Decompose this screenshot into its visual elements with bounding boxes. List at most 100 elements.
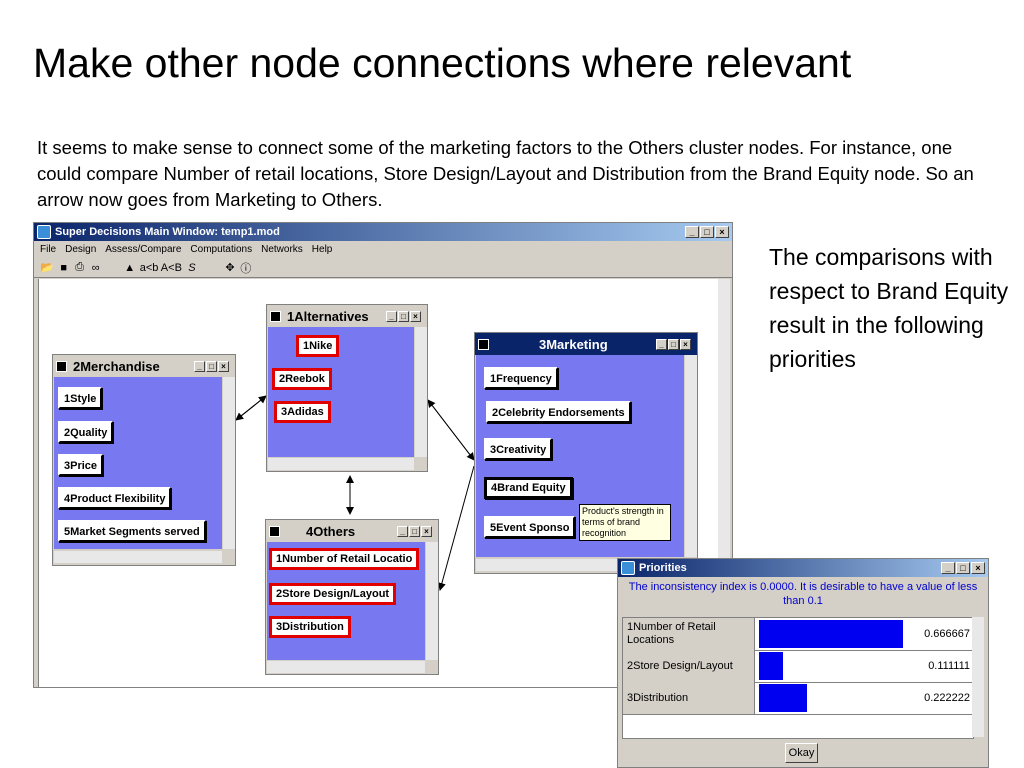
maximize-button[interactable]: □ (398, 310, 409, 322)
maximize-button[interactable]: □ (206, 360, 217, 372)
attach-icon[interactable]: ∞ (91, 261, 100, 274)
cluster-merchandise-vscroll[interactable] (223, 377, 235, 549)
cluster-merchandise-hscroll[interactable] (54, 551, 222, 563)
node-brand-equity[interactable]: 4Brand Equity (484, 477, 573, 499)
node-distribution[interactable]: 3Distribution (269, 616, 351, 638)
okay-button[interactable]: Okay (785, 743, 818, 763)
minimize-button[interactable]: _ (656, 338, 667, 350)
cluster-menu-icon[interactable] (270, 310, 281, 322)
cluster-others-hscroll[interactable] (267, 661, 425, 673)
cluster-controls: _ □ × (386, 310, 424, 322)
app-icon (37, 225, 51, 239)
menu-design[interactable]: Design (65, 244, 97, 255)
node-style[interactable]: 1Style (58, 387, 103, 409)
priorities-titlebar[interactable]: Priorities _ □ × (618, 559, 988, 577)
cluster-controls: _ □ × (656, 338, 694, 350)
cluster-others-vscroll[interactable] (426, 542, 438, 660)
menu-file[interactable]: File (40, 244, 57, 255)
save-icon[interactable]: ■ (60, 261, 68, 274)
priority-value: 0.666667 (924, 628, 970, 640)
node-event-sponsorship[interactable]: 5Event Sponso (484, 516, 576, 538)
comparison-mode-text[interactable]: a<b A<B (139, 261, 182, 274)
node-product-flexibility[interactable]: 4Product Flexibility (58, 487, 172, 509)
minimize-button[interactable]: _ (397, 525, 408, 537)
minimize-button[interactable]: _ (386, 310, 397, 322)
sym-icon[interactable]: S (188, 261, 196, 274)
priority-label: 2Store Design/Layout (623, 650, 755, 682)
cluster-marketing-header[interactable]: 3Marketing _ □ × (475, 333, 697, 355)
menu-help[interactable]: Help (311, 244, 333, 255)
node-price[interactable]: 3Price (58, 454, 104, 476)
maximize-button[interactable]: □ (700, 226, 714, 238)
cluster-menu-icon[interactable] (478, 338, 489, 350)
hierarchy-icon[interactable]: ▲ (124, 261, 136, 274)
menu-computations[interactable]: Computations (190, 244, 253, 255)
cluster-merchandise-header[interactable]: 2Merchandise _ □ × (53, 355, 235, 377)
cluster-alternatives-title: 1Alternatives (287, 308, 369, 324)
maximize-button[interactable]: □ (668, 338, 679, 350)
node-quality[interactable]: 2Quality (58, 421, 114, 443)
cluster-menu-icon[interactable] (269, 525, 280, 537)
close-button[interactable]: × (971, 562, 985, 574)
node-creativity[interactable]: 3Creativity (484, 438, 553, 460)
cluster-merchandise[interactable]: 2Merchandise _ □ × 1Style 2Quality 3Pric… (52, 354, 236, 566)
app-icon (621, 561, 635, 575)
close-button[interactable]: × (218, 360, 229, 372)
cluster-alternatives-vscroll[interactable] (415, 327, 427, 457)
maximize-button[interactable]: □ (956, 562, 970, 574)
cluster-alternatives-hscroll[interactable] (268, 458, 414, 470)
close-button[interactable]: × (715, 226, 729, 238)
node-market-segments[interactable]: 5Market Segments served (58, 520, 206, 542)
node-nike[interactable]: 1Nike (296, 335, 340, 357)
priorities-table: 1Number of Retail Locations 0.666667 2St… (622, 617, 974, 739)
menu-bar: File Design Assess/Compare Computations … (34, 241, 732, 258)
cluster-merchandise-title: 2Merchandise (73, 358, 160, 374)
cluster-alternatives-header[interactable]: 1Alternatives _ □ × (267, 305, 427, 327)
cluster-alternatives[interactable]: 1Alternatives _ □ × 1Nike 2Reebok 3Adida… (266, 304, 428, 472)
cluster-others-title: 4Others (306, 523, 356, 539)
cluster-others[interactable]: 4Others _ □ × 1Number of Retail Locatio … (265, 519, 439, 675)
close-button[interactable]: × (410, 310, 421, 322)
priorities-title: Priorities (639, 562, 687, 574)
brand-equity-tooltip: Product's strength in terms of brand rec… (579, 504, 671, 541)
main-window-controls: _ □ × (685, 226, 732, 238)
help-icon[interactable]: ⓘ (240, 262, 252, 275)
maximize-button[interactable]: □ (409, 525, 420, 537)
priority-label: 3Distribution (623, 682, 755, 714)
menu-assess-compare[interactable]: Assess/Compare (105, 244, 182, 255)
arrow-marketing-others (437, 465, 475, 591)
cluster-marketing-title: 3Marketing (539, 336, 608, 352)
priority-row: 3Distribution 0.222222 (623, 682, 973, 715)
node-celebrity-endorsements[interactable]: 2Celebrity Endorsements (486, 401, 631, 423)
minimize-button[interactable]: _ (685, 226, 699, 238)
open-icon[interactable]: 📂 (40, 262, 54, 274)
cluster-others-header[interactable]: 4Others _ □ × (266, 520, 438, 542)
menu-networks[interactable]: Networks (261, 244, 303, 255)
node-store-design[interactable]: 2Store Design/Layout (269, 583, 397, 605)
move-icon[interactable]: ✥ (225, 262, 235, 274)
inconsistency-message: The inconsistency index is 0.0000. It is… (628, 581, 978, 607)
cluster-controls: _ □ × (194, 360, 232, 372)
priorities-vertical-scrollbar[interactable] (972, 617, 984, 737)
node-reebok[interactable]: 2Reebok (272, 368, 332, 390)
priority-row: 2Store Design/Layout 0.111111 (623, 650, 973, 683)
main-window-titlebar[interactable]: Super Decisions Main Window: temp1.mod _… (34, 223, 732, 241)
priorities-window-controls: _ □ × (941, 562, 988, 574)
cluster-menu-icon[interactable] (56, 360, 67, 372)
minimize-button[interactable]: _ (941, 562, 955, 574)
slide-intro-text: It seems to make sense to connect some o… (37, 137, 974, 210)
node-retail-locations[interactable]: 1Number of Retail Locatio (269, 548, 420, 570)
priority-bar (759, 652, 783, 680)
print-icon[interactable]: ⎙ (75, 261, 85, 273)
priorities-window: Priorities _ □ × The inconsistency index… (617, 558, 989, 768)
node-frequency[interactable]: 1Frequency (484, 367, 558, 389)
close-button[interactable]: × (680, 338, 691, 350)
node-adidas[interactable]: 3Adidas (274, 401, 331, 423)
priority-bar (759, 684, 807, 712)
minimize-button[interactable]: _ (194, 360, 205, 372)
arrow-marketing-alternatives (427, 399, 475, 461)
slide-title: Make other node connections where releva… (33, 40, 852, 86)
close-button[interactable]: × (421, 525, 432, 537)
cluster-marketing-vscroll[interactable] (685, 355, 697, 557)
